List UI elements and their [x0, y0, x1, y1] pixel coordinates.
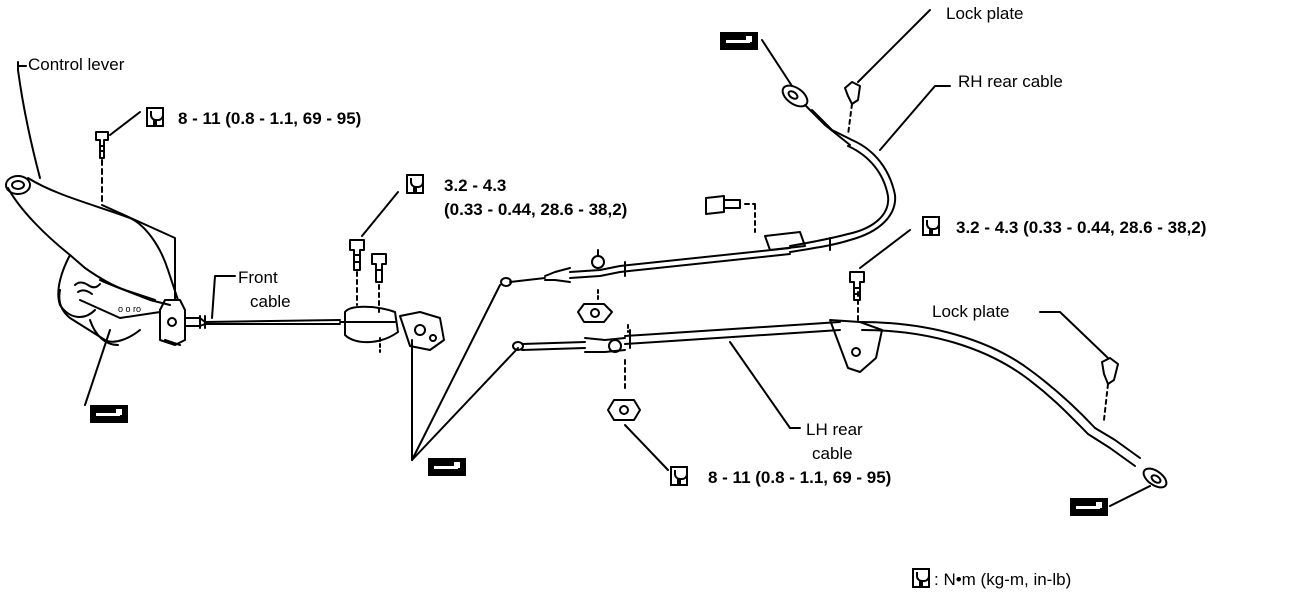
lever-bolt-torque-spec: 8 - 11 (0.8 - 1.1, 69 - 95) — [178, 109, 362, 128]
control-lever-label: Control lever — [28, 55, 125, 74]
grease-icon — [90, 405, 128, 423]
bracket-bolt-torque-spec: 3.2 - 4.3 (0.33 - 0.44, 28.6 - 38,2) — [956, 218, 1207, 237]
grease-icon — [428, 458, 466, 476]
svg-text:o o ro: o o ro — [118, 304, 141, 314]
front-cable-label-line1: Front — [238, 268, 278, 287]
torque-wrench-icon — [406, 174, 424, 194]
front-bolt-torque-spec-line1: 3.2 - 4.3 — [444, 176, 507, 195]
lock-plate-top-label: Lock plate — [946, 4, 1024, 23]
lock-plate-right-label: Lock plate — [932, 302, 1010, 321]
torque-units-legend: : N•m (kg-m, in-lb) — [934, 570, 1072, 589]
front-bolt-torque-spec-line2: (0.33 - 0.44, 28.6 - 38,2) — [444, 200, 628, 219]
rh-rear-cable-label: RH rear cable — [958, 72, 1063, 91]
torque-wrench-icon — [670, 466, 688, 486]
grease-icon — [1070, 498, 1108, 516]
front-cable-label-line2: cable — [250, 292, 291, 311]
torque-wrench-icon — [146, 107, 164, 127]
grease-icon — [720, 32, 758, 50]
rh-rear-cable — [501, 10, 950, 322]
torque-wrench-icon — [922, 216, 940, 236]
lh-rear-cable — [513, 272, 1170, 506]
torque-wrench-icon — [912, 568, 930, 588]
lh-rear-cable-label-line2: cable — [812, 444, 853, 463]
front-cable — [185, 192, 518, 460]
lh-rear-cable-label-line1: LH rear — [806, 420, 863, 439]
lh-nut-torque-spec: 8 - 11 (0.8 - 1.1, 69 - 95) — [708, 468, 892, 487]
